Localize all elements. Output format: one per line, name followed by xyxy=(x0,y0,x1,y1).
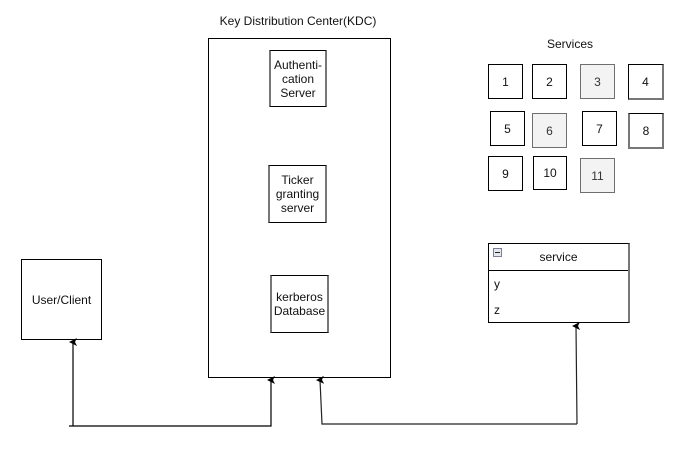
ticket-granting-server-label: Ticker granting server xyxy=(275,173,320,215)
service-number: 7 xyxy=(596,121,603,136)
service-box-10[interactable]: 10 xyxy=(533,156,567,190)
ticket-granting-server-box[interactable]: Ticker granting server xyxy=(268,165,327,223)
user-client-box[interactable]: User/Client xyxy=(21,259,102,340)
service-class-name: service xyxy=(539,250,578,264)
minus-box-icon[interactable] xyxy=(493,248,502,257)
kdc-service-connector-right[interactable] xyxy=(572,321,581,425)
service-box-11[interactable]: 11 xyxy=(580,158,615,193)
service-box-9[interactable]: 9 xyxy=(488,156,523,191)
services-title: Services xyxy=(546,37,593,51)
authentication-server-label: Authenti- cation Server xyxy=(273,57,323,100)
service-box-2[interactable]: 2 xyxy=(532,64,567,99)
kdc-title: Key Distribution Center(KDC) xyxy=(219,14,377,28)
service-class-box[interactable]: service y z xyxy=(488,243,630,323)
user-client-label: User/Client xyxy=(31,292,92,307)
attribute-label: z xyxy=(494,303,500,317)
kerberos-database-label: kerberos Database xyxy=(273,290,326,318)
service-number: 5 xyxy=(504,121,511,136)
service-box-3[interactable]: 3 xyxy=(580,64,615,99)
service-number: 3 xyxy=(594,74,601,89)
service-number: 11 xyxy=(591,168,604,183)
authentication-server-box[interactable]: Authenti- cation Server xyxy=(269,50,327,107)
kdc-container[interactable] xyxy=(208,38,391,378)
kerberos-database-box[interactable]: kerberos Database xyxy=(270,275,329,333)
service-box-5[interactable]: 5 xyxy=(490,111,525,146)
service-box-1[interactable]: 1 xyxy=(488,64,523,99)
service-number: 4 xyxy=(642,74,649,89)
service-box-4[interactable]: 4 xyxy=(628,64,664,100)
service-attribute-z[interactable]: z xyxy=(489,297,628,323)
service-box-8[interactable]: 8 xyxy=(628,113,664,149)
service-number: 2 xyxy=(546,74,553,89)
attribute-label: y xyxy=(494,277,500,291)
service-box-7[interactable]: 7 xyxy=(582,111,617,146)
client-kdc-connector-bottom[interactable] xyxy=(69,376,275,427)
service-number: 6 xyxy=(546,123,553,138)
kdc-service-connector[interactable] xyxy=(316,375,577,425)
service-number: 8 xyxy=(642,123,650,138)
service-box-6[interactable]: 6 xyxy=(532,113,567,148)
service-class-header: service xyxy=(489,244,628,271)
service-number: 1 xyxy=(502,74,509,89)
service-attribute-y[interactable]: y xyxy=(489,271,628,297)
service-number: 9 xyxy=(502,166,509,181)
service-number: 10 xyxy=(543,166,557,180)
